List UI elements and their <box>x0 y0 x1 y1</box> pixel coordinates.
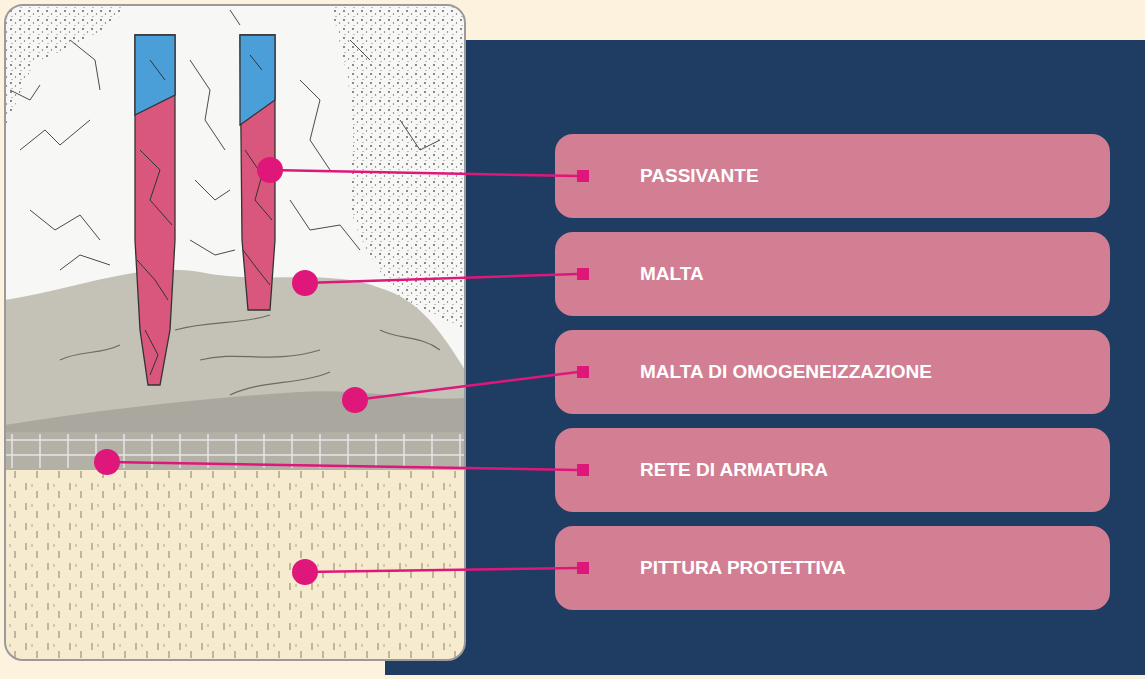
leader-dot <box>342 387 368 413</box>
leader-line <box>270 170 578 176</box>
label-box: MALTA <box>555 232 1110 316</box>
leader-line <box>305 274 578 283</box>
leader-marker <box>577 464 589 476</box>
box-label: PITTURA PROTETTIVA <box>640 557 846 580</box>
box-label: MALTA <box>640 263 704 286</box>
leader-marker <box>577 268 589 280</box>
label-box: PASSIVANTE <box>555 134 1110 218</box>
label-box: RETE DI ARMATURA <box>555 428 1110 512</box>
leader-marker <box>577 562 589 574</box>
leader-line <box>355 372 578 400</box>
box-label: PASSIVANTE <box>640 165 759 188</box>
label-box: PITTURA PROTETTIVA <box>555 526 1110 610</box>
leader-marker <box>577 366 589 378</box>
leader-line <box>305 568 578 572</box>
leader-dot <box>292 270 318 296</box>
cross-section <box>5 5 465 660</box>
leader-dot <box>292 559 318 585</box>
leader-dot <box>94 449 120 475</box>
leader-dot <box>257 157 283 183</box>
leader-marker <box>577 170 589 182</box>
box-label: MALTA DI OMOGENEIZZAZIONE <box>640 361 932 384</box>
label-box: MALTA DI OMOGENEIZZAZIONE <box>555 330 1110 414</box>
background-panel <box>385 40 1145 675</box>
leader-line <box>107 462 578 470</box>
box-label: RETE DI ARMATURA <box>640 459 828 482</box>
